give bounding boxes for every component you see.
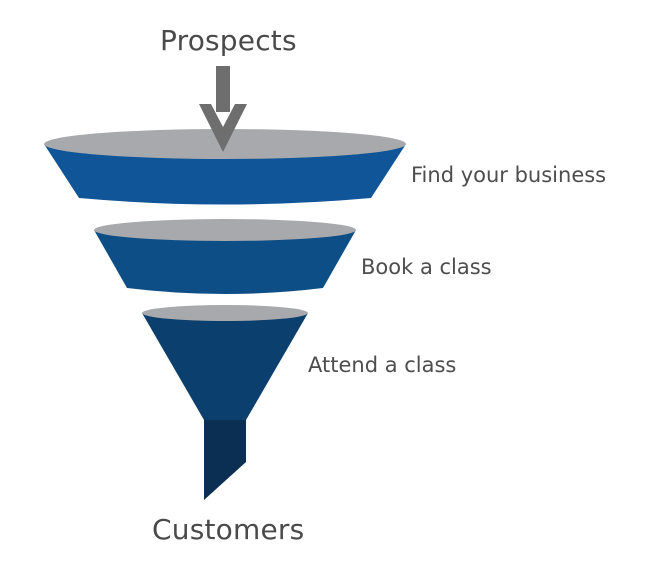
stage-label-find-your-business: Find your business [411,163,607,187]
prospects-label: Prospects [160,24,297,57]
funnel-stage-3-rim [142,305,308,321]
funnel-stage-3-body [142,313,308,420]
stage-label-attend-a-class: Attend a class [308,353,457,377]
funnel-spout [204,420,246,500]
customers-label: Customers [152,513,305,546]
stage-label-book-a-class: Book a class [361,255,492,279]
funnel-stage-2-body [94,230,356,294]
funnel-stage-2-rim [94,219,356,241]
arrow-down-icon [199,66,247,152]
funnel-stage-1-body [44,144,406,205]
